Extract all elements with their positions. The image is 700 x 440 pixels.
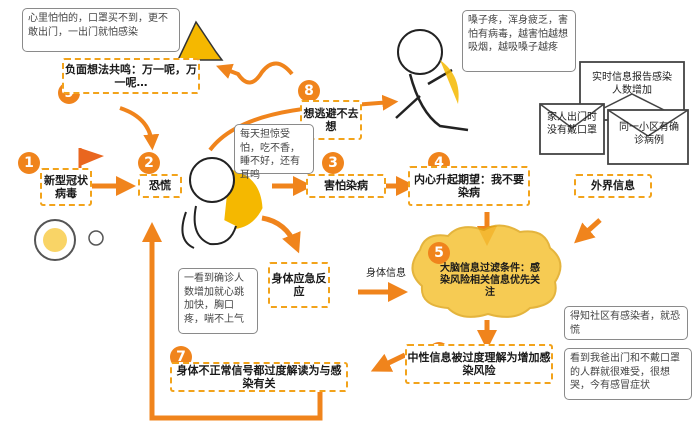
- loop-arrow-7-to-2: [142, 222, 323, 421]
- node-new-virus: 新型冠状病毒: [40, 168, 92, 206]
- step-number-1: 1: [18, 152, 40, 174]
- step-number-8: 8: [298, 80, 320, 102]
- node-panic: 恐慌: [138, 174, 182, 198]
- note-community-case: 得知社区有感染者，就恐慌: [564, 306, 688, 340]
- mountain-shape: [176, 20, 224, 61]
- envelope-text-family: 家人出门时没有戴口罩: [547, 112, 597, 136]
- note-fear-daily: 每天担惊受怕，吃不香，睡不好，还有耳鸣: [234, 124, 314, 181]
- envelope-text-neighbor: 同一小区有确诊病例: [619, 122, 679, 146]
- node-external-info: 外界信息: [574, 174, 652, 198]
- node-brain-filter: 大脑信息过滤条件：感染风险相关信息优先关注: [440, 263, 540, 298]
- node-fear-infection: 害怕染病: [306, 174, 386, 198]
- virus-icon: [34, 219, 104, 261]
- node-neutral-overinterpreted: 中性信息被过度理解为增加感染风险: [405, 344, 553, 384]
- envelope-text-report: 实时信息报告感染人数增加: [592, 72, 672, 96]
- note-symptoms: 嗓子疼，浑身疲乏，害怕有病毒，越害怕越想吸烟，越吸嗓子越疼: [462, 10, 576, 72]
- note-heart-racing: 一看到确诊人数增加就心跳加快，胸口疼，喘不上气: [178, 268, 258, 334]
- envelope-2: [539, 103, 605, 155]
- envelope-3: [607, 109, 689, 165]
- running-figure: [395, 29, 469, 132]
- arrow-2-to-body: [261, 215, 301, 254]
- arrow-ext-to-5: [574, 218, 602, 244]
- label-body-info: 身体信息: [366, 268, 406, 279]
- note-afraid-go-out: 心里怕怕的，口罩买不到，更不敢出门，一出门就怕感染: [22, 8, 180, 52]
- arrow-9-to-2: [119, 106, 160, 151]
- step-number-5: 5: [428, 242, 450, 264]
- flag-icon: [80, 148, 104, 166]
- arrow-8-to-9: [216, 61, 294, 85]
- sitting-figure: [181, 157, 263, 249]
- brain-cloud: [411, 224, 562, 318]
- arrow-6-to-7: [370, 352, 407, 372]
- node-body-stress-response: 身体应急反应: [268, 262, 330, 308]
- step-number-3: 3: [322, 152, 344, 174]
- node-hope-not-infected: 内心升起期望：我不要染病: [408, 166, 530, 206]
- node-negative-thoughts: 负面想法共鸣：万一呢，万一呢…: [62, 58, 200, 94]
- note-dad-no-mask: 看到我爸出门和不戴口罩的人群就很难受，很想哭，今有感冒症状: [564, 348, 692, 400]
- node-body-signals: 身体不正常信号都过度解读为与感染有关: [170, 362, 348, 392]
- step-number-2: 2: [138, 152, 160, 174]
